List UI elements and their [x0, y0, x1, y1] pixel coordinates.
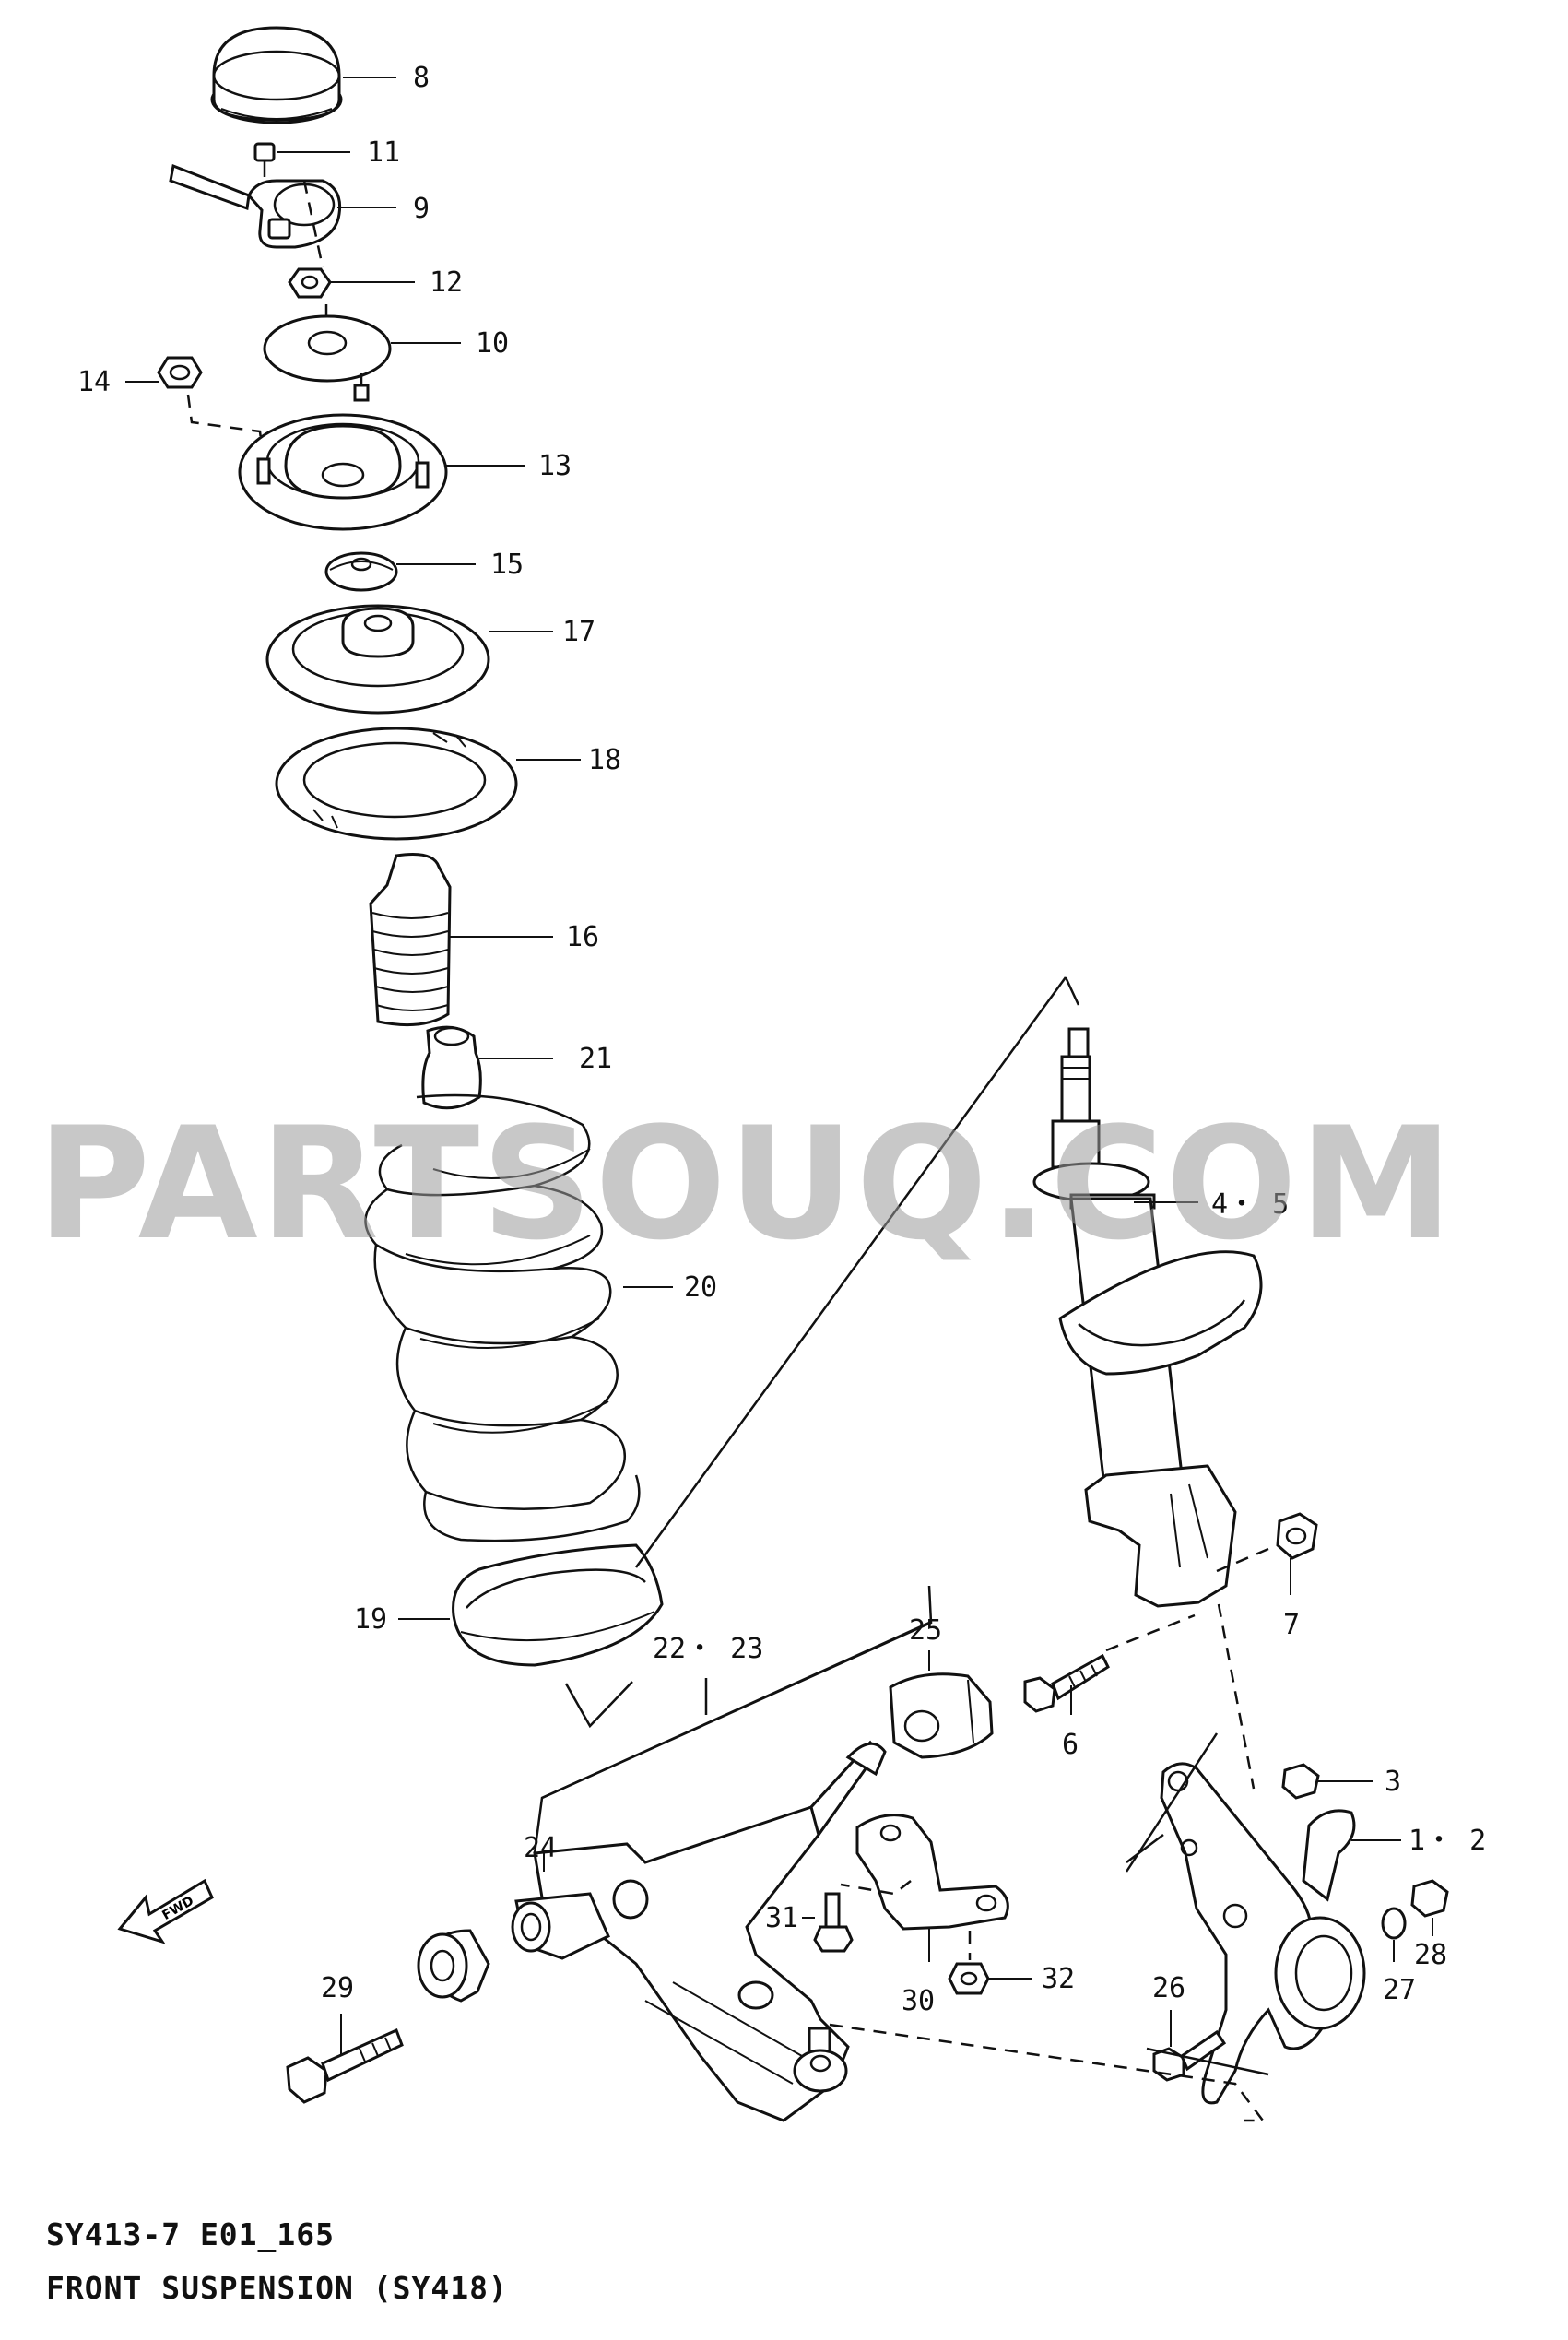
- part-3-nut: [1281, 1763, 1320, 1800]
- callout-13: 13: [538, 450, 572, 482]
- part-19-lower-spring-seat: [452, 1543, 664, 1667]
- callout-26: 26: [1152, 1972, 1185, 2004]
- callout-12: 12: [430, 266, 463, 299]
- callout-11: 11: [367, 136, 400, 169]
- watermark: PARTSOUQ.COM: [37, 1093, 1455, 1274]
- part-25-bushing: [889, 1672, 994, 1759]
- part-12-nut: [288, 267, 332, 299]
- callout-10: 10: [476, 327, 509, 360]
- callout-27: 27: [1383, 1974, 1416, 2006]
- callout-20: 20: [684, 1271, 717, 1304]
- callout-18: 18: [588, 744, 621, 776]
- part-27-washer: [1381, 1907, 1407, 1940]
- callout-19: 19: [354, 1603, 387, 1636]
- part-9-support-with-wire: [169, 163, 342, 249]
- callout-29: 29: [321, 1972, 354, 2004]
- part-32-nut: [948, 1962, 990, 1995]
- callout-8: 8: [413, 62, 430, 94]
- callout-16: 16: [566, 921, 599, 953]
- diagram-title: FRONT SUSPENSION (SY418): [46, 2270, 508, 2306]
- callout-6: 6: [1062, 1729, 1079, 1761]
- callout-1-2: 1・ 2: [1409, 1825, 1486, 1857]
- part-10-plate: [263, 314, 392, 402]
- callout-17: 17: [562, 616, 595, 648]
- diagram-code: SY413-7 E01_165: [46, 2216, 336, 2252]
- callout-15: 15: [490, 549, 524, 581]
- callout-14: 14: [77, 366, 111, 398]
- callout-31: 31: [765, 1902, 798, 1934]
- callout-30: 30: [902, 1985, 935, 2017]
- callout-21: 21: [579, 1043, 612, 1075]
- callout-labels: 8 11 9 12 10 14 13 15 17 18 16 21 20 19 …: [77, 62, 1486, 2017]
- callout-24: 24: [524, 1832, 557, 1864]
- callout-25: 25: [909, 1614, 942, 1647]
- part-28-nut: [1410, 1879, 1449, 1918]
- part-17-upper-spring-seat: [265, 604, 490, 715]
- callout-7: 7: [1283, 1609, 1300, 1641]
- part-8-dust-cap: [210, 26, 343, 124]
- callout-32: 32: [1042, 1963, 1075, 1995]
- part-6-bolt: [1023, 1653, 1110, 1713]
- part-13-strut-mount: [238, 413, 448, 531]
- part-15-bearing-seat: [324, 551, 398, 592]
- part-4-5-strut-assembly: [1032, 1027, 1263, 1608]
- assembly-lines: [125, 77, 1433, 2122]
- part-20-coil-spring: [364, 1093, 641, 1542]
- callout-4-5: 4・ 5: [1211, 1188, 1289, 1221]
- part-30-stabilizer-bracket: [855, 1814, 1009, 1931]
- part-11-screw: [253, 142, 276, 177]
- callout-28: 28: [1414, 1939, 1447, 1971]
- callout-3: 3: [1385, 1766, 1401, 1798]
- part-14-nut: [157, 356, 265, 462]
- part-7-nut: [1276, 1512, 1318, 1560]
- part-18-spring-insulator: [275, 727, 518, 841]
- part-29-bolt: [286, 2027, 404, 2104]
- fwd-arrow-icon: FWD: [117, 1878, 214, 1944]
- part-1-2-steering-knuckle: [1160, 1762, 1366, 2105]
- callout-22-23: 22・ 23: [653, 1633, 763, 1665]
- part-16-bellows-boot: [369, 853, 452, 1027]
- callout-9: 9: [413, 193, 430, 225]
- part-31-bolt: [813, 1892, 854, 1953]
- part-24-lower-control-arm: [417, 1740, 887, 2122]
